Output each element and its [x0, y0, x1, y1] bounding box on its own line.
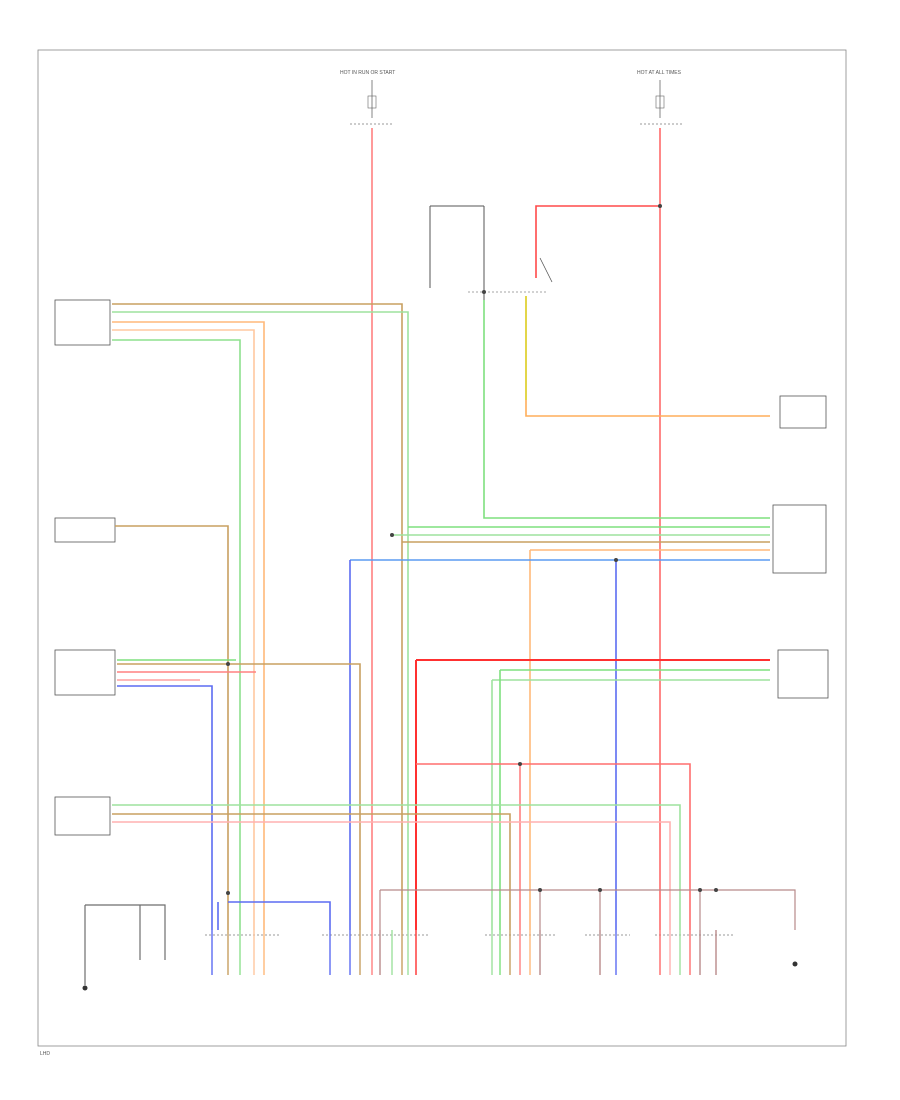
- splice-icon: [538, 888, 542, 892]
- wire-abs-green-3: [112, 339, 241, 930]
- splice-icon: [614, 558, 618, 562]
- rear-control-box: [779, 395, 827, 429]
- wire-gray-ground-2: [85, 904, 166, 960]
- wire-combo-tan: [115, 525, 229, 930]
- engine-control-module-box: [772, 504, 827, 574]
- splice-icon: [658, 204, 662, 208]
- wire-tcm-tan: [112, 813, 511, 930]
- fuse-left-title: HOT IN RUN OR START: [340, 70, 395, 76]
- wire-bottom-bus: [380, 889, 796, 930]
- wire-red-mid-bus: [416, 763, 691, 930]
- wires: [84, 128, 796, 985]
- fuse-right-icon: [640, 80, 682, 125]
- cruise-control-module-box: [54, 649, 116, 696]
- ground-icon: [82, 985, 88, 991]
- wire-cruise-blue: [117, 685, 213, 930]
- wire-orange-rear: [525, 400, 770, 417]
- splice-icon: [226, 662, 230, 666]
- wire-abs-pink: [112, 329, 255, 930]
- footer-label: LHD: [40, 1051, 50, 1057]
- wire-cruise-tan: [117, 663, 361, 930]
- wire-tcm-pink: [112, 821, 671, 930]
- diagram-border: [37, 49, 847, 1047]
- transmission-control-module-box: [54, 796, 111, 836]
- ground-icons: [82, 961, 798, 991]
- abs-control-module-box: [54, 299, 111, 346]
- ground-icon: [792, 961, 798, 967]
- combination-meter-box: [54, 517, 116, 543]
- splices: [226, 204, 718, 895]
- engine-control-module-b-box: [777, 649, 829, 699]
- splice-icon: [518, 762, 522, 766]
- splice-icon: [714, 888, 718, 892]
- wire-blue-bottom: [228, 901, 331, 930]
- fuse-right-title: HOT AT ALL TIMES: [637, 70, 682, 76]
- splice-icon: [390, 533, 394, 537]
- wire-abs-green-2: [112, 311, 409, 930]
- splice-icon: [226, 891, 230, 895]
- wire-abs-orange: [112, 321, 265, 930]
- wire-tcm-green: [112, 804, 681, 930]
- connector-stubs: [211, 930, 717, 975]
- wire-green-relay-ecm: [483, 300, 770, 519]
- fuse-left-icon: [350, 80, 392, 125]
- wire-red-relay: [535, 205, 660, 278]
- wire-abs-tan: [112, 303, 403, 930]
- splice-icon: [598, 888, 602, 892]
- splice-icon: [482, 290, 486, 294]
- splice-icon: [698, 888, 702, 892]
- relay-icon: [429, 205, 553, 300]
